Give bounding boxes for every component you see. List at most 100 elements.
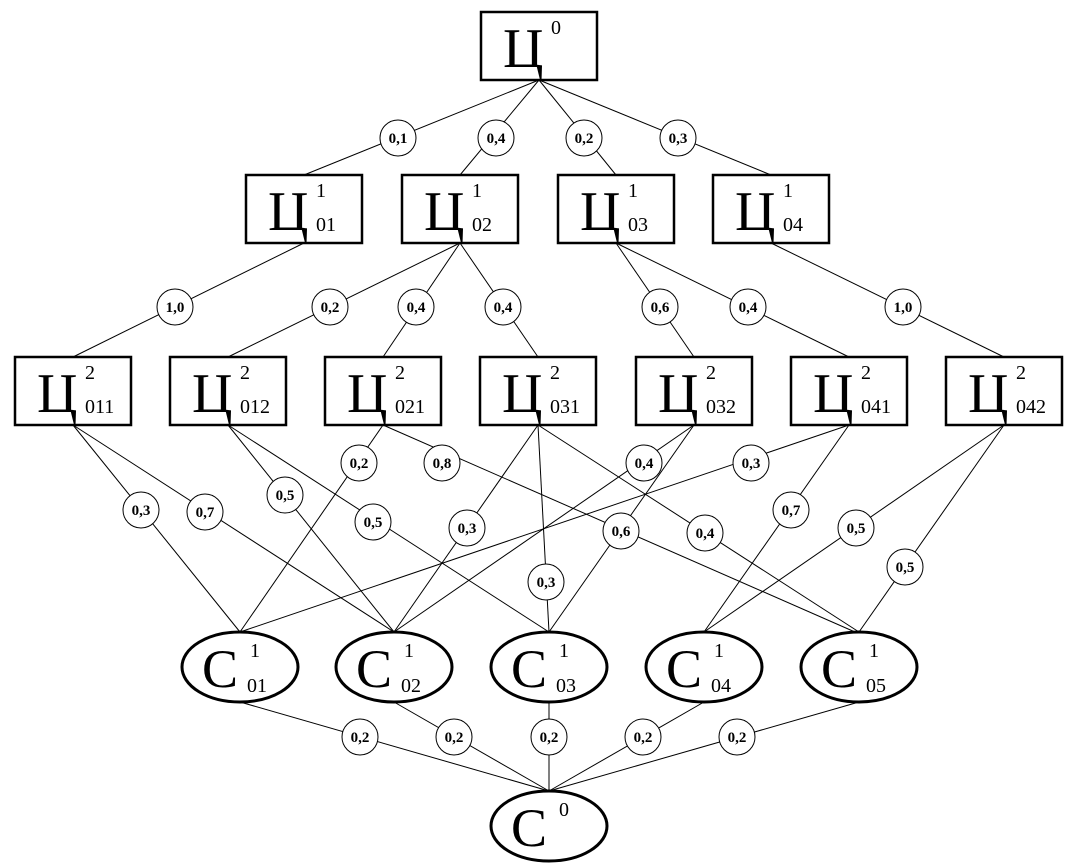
- node-superscript: 1: [869, 640, 879, 662]
- node-ellipse: [489, 630, 609, 704]
- weight-circle: [718, 718, 756, 756]
- weight-label-c2_011-s1_02: 0,7: [186, 493, 224, 531]
- node-letter: C: [202, 639, 238, 699]
- node-superscript: 2: [85, 362, 95, 384]
- edge-c2_042-s1_05: [858, 424, 1005, 633]
- edge-c0-c1_01: [303, 79, 540, 176]
- weight-circle: [530, 718, 568, 756]
- node-letter: C: [821, 639, 857, 699]
- node-letter: C: [356, 639, 392, 699]
- weight-label-c0-c1_03: 0,2: [565, 119, 603, 157]
- weight-value: 0,2: [575, 131, 594, 147]
- weight-label-c2_032-s1_03: 0,6: [602, 512, 640, 550]
- node-superscript: 2: [706, 362, 716, 384]
- weight-circle: [527, 563, 565, 601]
- weight-label-c2_021-s1_01: 0,2: [340, 444, 378, 482]
- node-letter: Ц: [502, 363, 542, 425]
- node-letter: Ц: [503, 18, 543, 80]
- node-letter: Ц: [192, 363, 232, 425]
- edge-c2_011-s1_01: [72, 424, 241, 633]
- node-superscript: 0: [559, 799, 569, 821]
- node-superscript: 1: [472, 180, 482, 202]
- weight-value: 0,2: [351, 730, 370, 746]
- node-letter: Ц: [813, 363, 853, 425]
- weight-label-c1_03-c2_032: 0,6: [641, 288, 679, 326]
- weight-value: 0,2: [350, 456, 369, 472]
- weight-value: 0,5: [847, 521, 866, 537]
- weight-label-c2_041-s1_04: 0,7: [772, 491, 810, 529]
- weight-label-c0-c1_01: 0,1: [379, 119, 417, 157]
- node-letter: C: [511, 639, 547, 699]
- node-ellipse: [489, 789, 609, 863]
- node-superscript: 2: [861, 362, 871, 384]
- weight-value: 0,6: [651, 300, 670, 316]
- node-box: [400, 173, 520, 245]
- weight-value: 0,7: [196, 505, 215, 521]
- weight-label-c1_02-c2_012: 0,2: [311, 288, 349, 326]
- node-superscript: 1: [316, 180, 326, 202]
- weight-circle: [354, 503, 392, 541]
- weight-label-c2_031-s1_02: 0,3: [448, 509, 486, 547]
- weight-value: 1,0: [894, 300, 913, 316]
- weight-circle: [340, 444, 378, 482]
- weight-circle: [837, 509, 875, 547]
- weight-circle: [397, 288, 435, 326]
- weight-label-s1_03-s0: 0,2: [530, 718, 568, 756]
- node-letter: Ц: [658, 363, 698, 425]
- node-letter: Ц: [37, 363, 77, 425]
- node-superscript: 0: [551, 17, 561, 39]
- node-superscript: 1: [559, 640, 569, 662]
- node-subscript: 01: [247, 675, 267, 697]
- node-letter: Ц: [424, 181, 464, 243]
- node-box: [168, 355, 288, 427]
- node-superscript: 2: [1016, 362, 1026, 384]
- node-superscript: 2: [395, 362, 405, 384]
- weight-label-c0-c1_04: 0,3: [659, 119, 697, 157]
- weight-circle: [484, 288, 522, 326]
- node-subscript: 042: [1016, 396, 1046, 418]
- node-subscript: 041: [861, 396, 891, 418]
- weight-label-c0-c1_02: 0,4: [477, 119, 515, 157]
- weight-label-c2_011-s1_01: 0,3: [122, 491, 160, 529]
- weight-circle: [659, 119, 697, 157]
- weight-label-s1_04-s0: 0,2: [624, 718, 662, 756]
- weight-value: 0,7: [782, 503, 801, 519]
- edge-s1_05-s0: [548, 701, 860, 792]
- weight-value: 0,4: [635, 456, 654, 472]
- weight-circle: [311, 288, 349, 326]
- weight-value: 0,2: [321, 300, 340, 316]
- weight-value: 0,4: [407, 300, 426, 316]
- node-letter: Ц: [268, 181, 308, 243]
- node-letter: C: [511, 798, 547, 858]
- edge-c0-c1_04: [538, 79, 772, 176]
- node-superscript: 1: [250, 640, 260, 662]
- weight-circle: [625, 444, 663, 482]
- node-box: [323, 355, 443, 427]
- node-subscript: 04: [711, 675, 731, 697]
- weight-value: 0,4: [494, 300, 513, 316]
- weight-value: 0,4: [739, 300, 758, 316]
- weight-label-c2_031-s1_05: 0,4: [686, 514, 724, 552]
- node-ellipse: [644, 630, 764, 704]
- weight-label-c1_04-c2_042: 1,0: [884, 288, 922, 326]
- node-letter: Ц: [347, 363, 387, 425]
- node-subscript: 03: [556, 675, 576, 697]
- weight-circle: [886, 548, 924, 586]
- node-subscript: 032: [706, 396, 736, 418]
- node-subscript: 011: [85, 396, 114, 418]
- weight-value: 0,2: [445, 730, 464, 746]
- node-subscript: 03: [628, 214, 648, 236]
- weight-circle: [686, 514, 724, 552]
- weight-value: 0,4: [696, 526, 715, 542]
